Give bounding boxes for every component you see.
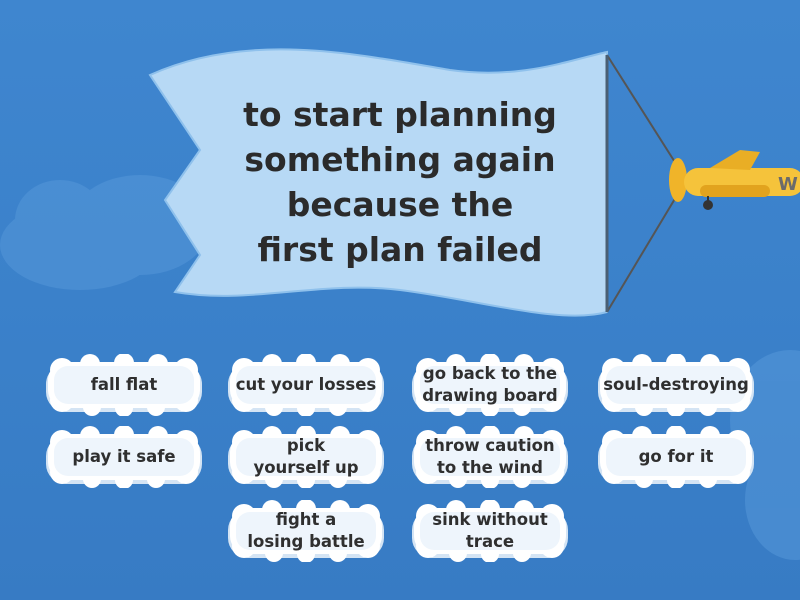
- cloud-shape: [412, 500, 568, 562]
- cloud-shape: [46, 426, 202, 488]
- cloud-shape: [46, 354, 202, 416]
- cloud-shape: [228, 426, 384, 488]
- answer-cloud-9[interactable]: fight a losing battle: [222, 500, 390, 562]
- answer-label: cut your losses: [235, 375, 377, 394]
- answer-label: throw caution to the wind: [425, 436, 555, 477]
- question-banner: [148, 48, 686, 317]
- cloud-shape: [412, 426, 568, 488]
- answer-cloud-10[interactable]: sink without trace: [406, 500, 574, 562]
- answer-cloud-1[interactable]: fall flat: [40, 354, 208, 416]
- question-text: to start planning something again becaus…: [243, 95, 557, 269]
- answer-cloud-3[interactable]: go back to the drawing board: [406, 354, 574, 416]
- cloud-shape: [228, 354, 384, 416]
- answer-label: sink without trace: [432, 510, 548, 551]
- cloud-shape: [412, 354, 568, 416]
- answer-cloud-2[interactable]: cut your losses: [222, 354, 390, 416]
- answer-cloud-7[interactable]: throw caution to the wind: [406, 426, 574, 488]
- answer-cloud-5[interactable]: play it safe: [40, 426, 208, 488]
- plane-logo: W: [778, 174, 798, 195]
- cloud-shape: [598, 354, 754, 416]
- answer-cloud-6[interactable]: pick yourself up: [222, 426, 390, 488]
- answer-cloud-8[interactable]: go for it: [592, 426, 760, 488]
- airplane-icon: W: [669, 150, 800, 210]
- answer-cloud-4[interactable]: soul-destroying: [592, 354, 760, 416]
- cloud-shape: [228, 500, 384, 562]
- answer-label: fight a losing battle: [247, 510, 365, 551]
- answer-label: go back to the drawing board: [422, 364, 558, 405]
- answer-label: soul-destroying: [603, 375, 749, 394]
- cloud-shape: [598, 426, 754, 488]
- answer-label: go for it: [638, 447, 714, 466]
- answer-label: fall flat: [90, 375, 158, 394]
- answer-label: pick yourself up: [253, 436, 359, 477]
- answer-label: play it safe: [72, 447, 176, 466]
